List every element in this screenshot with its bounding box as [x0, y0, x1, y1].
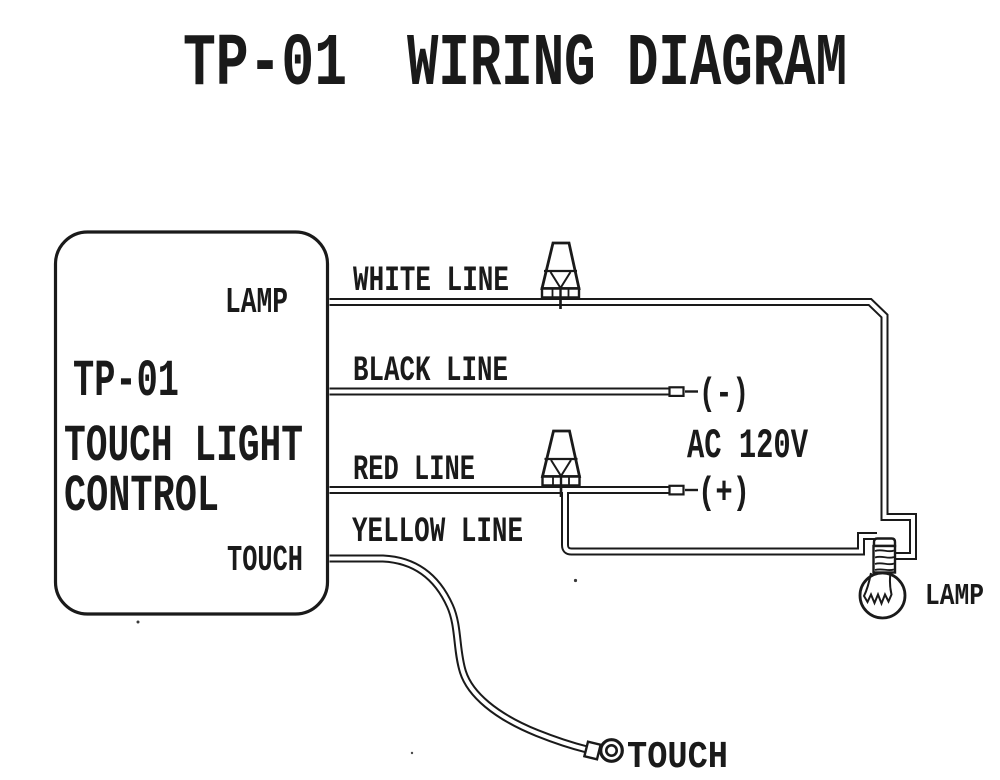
white-line-label: WHITE LINE [353, 261, 509, 301]
diagram-title-model: TP-01 [183, 23, 347, 107]
lamp-label: LAMP [925, 579, 984, 614]
yellow-line-wire [329, 554, 588, 754]
scan-artifact-dot [410, 751, 414, 755]
ring-terminal-icon [582, 738, 624, 763]
lamp-terminal-label: LAMP [225, 282, 288, 323]
diagram-title-text: WIRING DIAGRAM [407, 23, 847, 107]
controller-box [53, 230, 330, 616]
wire-nut-icon-red [540, 429, 582, 497]
touch-terminal-label: TOUCH [227, 540, 303, 581]
lamp-feed-wire [561, 492, 877, 556]
lamp-bulb-icon [858, 537, 907, 620]
controller-name-line2: CONTROL [64, 467, 219, 526]
voltage-label: AC 120V [687, 422, 809, 470]
negative-terminal [668, 386, 698, 397]
black-line-label: BLACK LINE [353, 351, 508, 391]
red-line-label: RED LINE [353, 450, 475, 490]
touch-label: TOUCH [627, 736, 728, 779]
positive-label: (+) [698, 472, 750, 515]
controller-model-label: TP-01 [73, 352, 179, 411]
controller-name-line1: TOUCH LIGHT [64, 417, 303, 476]
negative-label: (-) [699, 373, 749, 416]
white-line-wire [329, 298, 917, 560]
scan-artifact-dot [573, 578, 578, 583]
yellow-line-label: YELLOW LINE [352, 512, 523, 552]
wire-nut-icon-white [540, 241, 581, 309]
scan-artifact-dot [136, 620, 140, 624]
positive-terminal [668, 484, 698, 496]
